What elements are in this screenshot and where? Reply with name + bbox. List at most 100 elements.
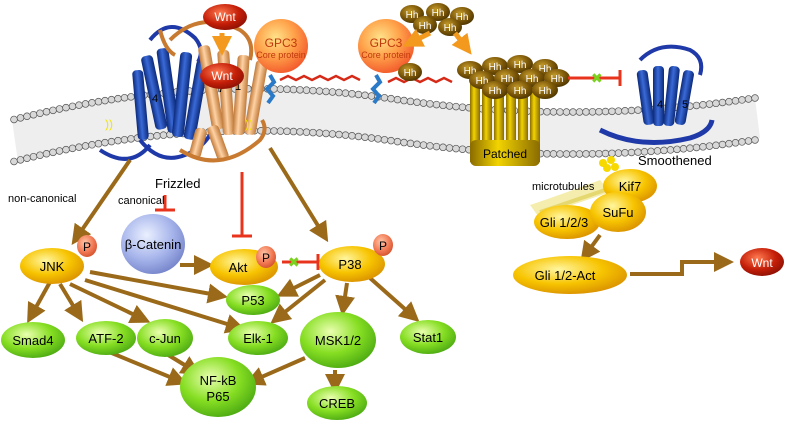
lipid-head xyxy=(712,99,720,108)
non-canonical-label: non-canonical xyxy=(8,193,77,205)
lipid-head xyxy=(380,93,389,102)
svg-text:Hh: Hh xyxy=(404,68,417,79)
hh-ligand: Hh xyxy=(413,16,437,34)
svg-text:Patched: Patched xyxy=(483,147,527,161)
lipid-head xyxy=(549,150,558,158)
lipid-head xyxy=(608,149,616,158)
node-cjun: c-Jun xyxy=(137,319,193,357)
lipid-head xyxy=(556,150,564,158)
lipid-head xyxy=(10,157,18,166)
lipid-head xyxy=(595,149,603,158)
node-msk12: MSK1/2 xyxy=(300,312,376,368)
lipid-head xyxy=(289,85,298,94)
inhibition-arrows xyxy=(155,172,320,270)
lipid-head xyxy=(49,148,57,157)
smoothened-receptor: 4 5 Smoothened xyxy=(598,44,715,168)
lipid-head xyxy=(296,128,304,136)
lipid-head xyxy=(439,143,447,152)
lipid-head xyxy=(270,127,278,135)
lipid-head xyxy=(361,91,369,99)
lipid-head xyxy=(458,103,467,111)
lipid-head xyxy=(296,86,304,94)
svg-text:GPC3: GPC3 xyxy=(265,36,298,50)
svg-text:Gli 1/2/3: Gli 1/2/3 xyxy=(540,215,588,230)
svg-text:Akt: Akt xyxy=(229,260,248,275)
svg-text:Elk-1: Elk-1 xyxy=(243,331,273,346)
svg-text:P: P xyxy=(262,251,270,265)
arrow-frizzled-p38 xyxy=(268,146,329,243)
lipid-head xyxy=(718,140,727,149)
arrow-p38-p53 xyxy=(276,273,321,297)
lipid-head xyxy=(575,108,584,116)
lipid-head xyxy=(387,136,395,145)
hh-arrow-to-patched xyxy=(451,31,472,55)
lipid-head xyxy=(731,139,740,147)
svg-text:Hh: Hh xyxy=(406,10,419,21)
lipid-head xyxy=(309,86,317,95)
lipid-head xyxy=(335,88,343,97)
lipid-head xyxy=(445,144,454,152)
node-jnk: JNK xyxy=(20,248,84,284)
node-creb: CREB xyxy=(307,386,367,420)
lipid-head xyxy=(120,93,129,102)
svg-text:Wnt: Wnt xyxy=(214,10,236,24)
lipid-head xyxy=(322,129,330,138)
helix-number-7: 7 xyxy=(218,83,224,95)
node-p53: P53 xyxy=(226,285,280,315)
lipid-head xyxy=(62,103,70,112)
lipid-head xyxy=(621,149,629,157)
inhibit-patched-smoothened: ✖ xyxy=(568,70,622,86)
svg-text:Core protein: Core protein xyxy=(256,50,306,60)
lipid-head xyxy=(68,144,77,153)
lipid-head xyxy=(348,132,356,140)
lipid-head xyxy=(744,137,753,145)
arrow-frizzled-jnk xyxy=(71,158,132,245)
lipid-head xyxy=(621,107,629,115)
arrow-gliact-wnt xyxy=(630,252,734,276)
node-nfkb-p65: NF-kB P65 xyxy=(180,357,256,417)
lipid-head xyxy=(348,90,356,98)
svg-text:Wnt: Wnt xyxy=(751,256,773,270)
arrow-p38-stat1 xyxy=(368,276,420,322)
svg-text:MSK1/2: MSK1/2 xyxy=(315,333,361,348)
lipid-head xyxy=(10,115,18,124)
lipid-head xyxy=(744,95,753,103)
node-p38: P38 xyxy=(319,246,385,282)
gpc3-core-protein-right: GPC3 Core protein xyxy=(358,19,453,105)
lipid-head xyxy=(23,112,31,121)
lipid-head xyxy=(55,105,64,113)
lipid-head xyxy=(692,101,701,110)
lipid-head xyxy=(49,106,57,115)
lipid-head xyxy=(94,97,103,106)
lipid-head xyxy=(413,98,421,107)
lipid-head xyxy=(354,132,363,141)
lipid-head xyxy=(16,156,25,164)
arrow-jnk-p53 xyxy=(89,270,228,304)
arrow-sufu-gliact xyxy=(580,233,602,262)
lipid-head xyxy=(673,145,681,154)
lipid-head xyxy=(328,130,337,138)
lipid-head xyxy=(387,94,395,103)
lipid-head xyxy=(543,150,551,158)
lipid-head xyxy=(302,128,311,136)
lipid-head xyxy=(283,127,291,136)
arrow-jnk-cjun xyxy=(69,282,151,323)
arrow-jnk-smad4 xyxy=(27,281,52,324)
svg-text:SuFu: SuFu xyxy=(602,205,633,220)
svg-text:CREB: CREB xyxy=(319,396,355,411)
lipid-head xyxy=(374,135,382,143)
lipid-head xyxy=(556,108,564,116)
lipid-head xyxy=(588,108,597,116)
lipid-head xyxy=(88,141,96,149)
hh-ligand: Hh xyxy=(507,55,533,73)
phospho-akt: P xyxy=(256,246,276,268)
patched-receptor: Patched xyxy=(470,78,540,166)
lipid-head xyxy=(725,97,733,106)
lipid-head xyxy=(393,137,402,146)
lipid-head xyxy=(679,145,688,153)
lipid-head xyxy=(452,102,460,111)
svg-text:Gli 1/2-Act: Gli 1/2-Act xyxy=(535,268,596,283)
svg-text:Hh: Hh xyxy=(514,60,527,71)
